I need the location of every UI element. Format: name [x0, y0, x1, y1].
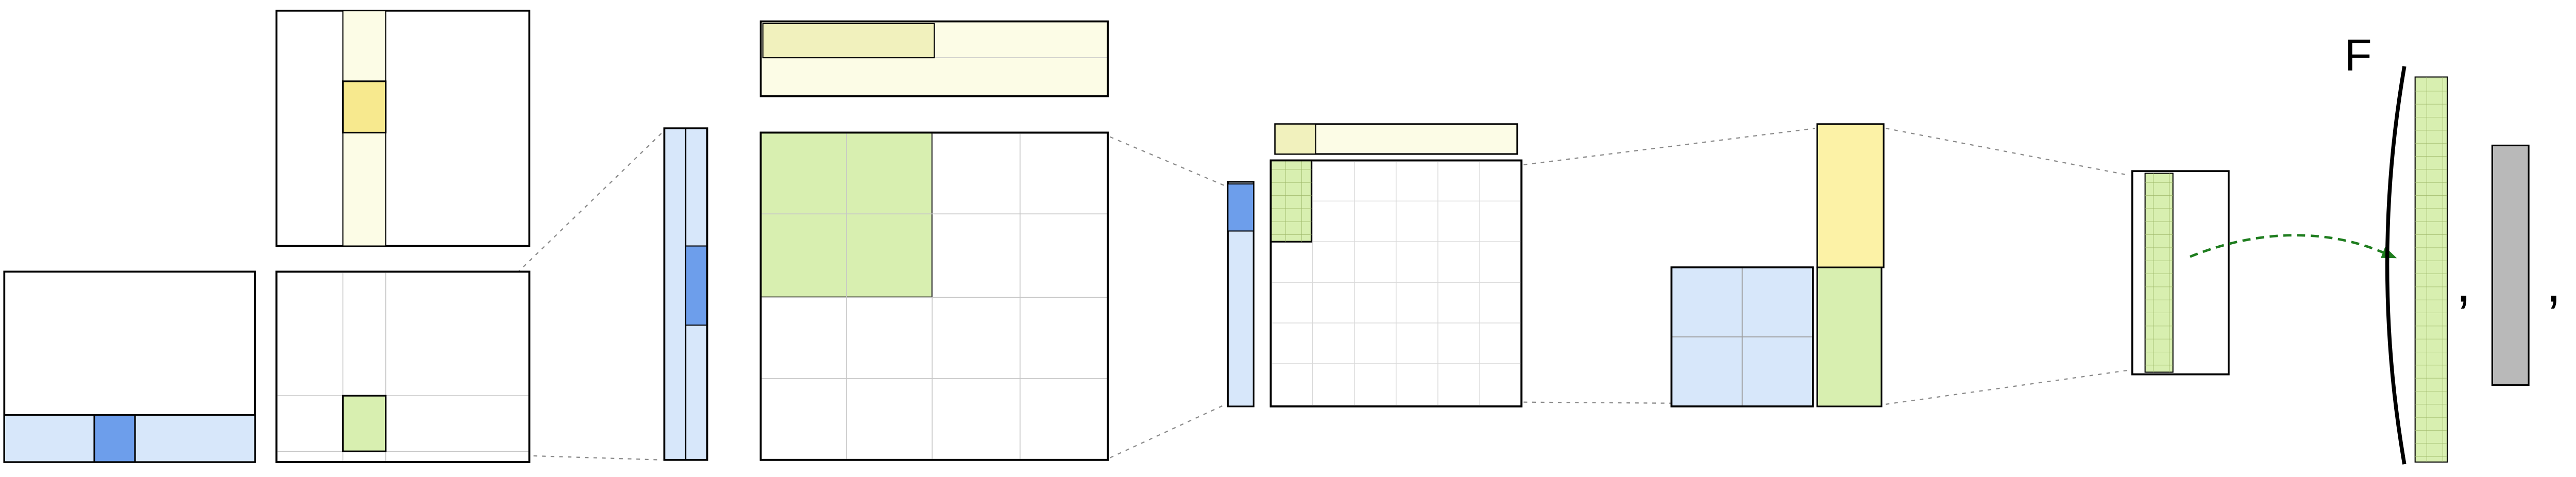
- matrix-border: [1269, 159, 1523, 407]
- function-expression: F , , ⋯: [2344, 30, 2576, 465]
- matrix-border: [275, 270, 531, 463]
- matrix-outline: [275, 9, 531, 247]
- matrix-border: [759, 131, 1109, 461]
- comma-separator: ,: [2546, 251, 2561, 314]
- green-dashed-arrow: [2190, 234, 2384, 258]
- comma-separator: ,: [2456, 251, 2471, 314]
- selected-segment: [685, 245, 708, 326]
- selected-cell: [342, 80, 387, 134]
- open-paren: [2385, 66, 2406, 465]
- argument-column: [2491, 144, 2530, 386]
- zoom-guide-line: [1523, 128, 1816, 165]
- row-tile: [1816, 123, 1885, 268]
- reduced-column-bar: [1227, 181, 1255, 407]
- selected-cell: [93, 414, 136, 463]
- column-slice-bar: [663, 127, 708, 461]
- zoom-guide-line: [1886, 369, 2130, 405]
- zoom-guide-line: [1110, 136, 1226, 187]
- selected-segment: [1227, 183, 1255, 232]
- function-label: F: [2344, 30, 2371, 80]
- tile-blocks: [1670, 123, 1885, 407]
- selected-cell: [342, 395, 387, 452]
- weight-matrix-top: [275, 9, 531, 247]
- reduced-matrix: [1269, 159, 1523, 407]
- expanded-matrix: [759, 131, 1109, 461]
- row-bar-segment: [762, 23, 935, 59]
- expanded-row-bar: [759, 20, 1109, 97]
- weight-matrix-bottom: [275, 270, 531, 463]
- ellipsis-label: ⋯: [2571, 232, 2576, 289]
- slice-panel: [2131, 170, 2230, 376]
- active-block-grid: [1270, 160, 1312, 242]
- tile-border: [1670, 266, 1814, 407]
- zoom-guide-line: [1886, 128, 2130, 176]
- zoom-guide-line: [1110, 403, 1226, 458]
- argument-slice-grid: [2415, 77, 2448, 462]
- reduced-row-bar: [1274, 123, 1518, 155]
- input-row-matrix: [3, 270, 256, 463]
- result-slice-grid: [2145, 173, 2173, 372]
- bar-border: [759, 20, 1109, 97]
- zoom-guide-line: [387, 132, 663, 399]
- bar-border: [663, 127, 708, 461]
- column-tile: [1816, 266, 1883, 407]
- row-bar-segment: [1274, 123, 1316, 155]
- matrix-outline: [275, 270, 531, 463]
